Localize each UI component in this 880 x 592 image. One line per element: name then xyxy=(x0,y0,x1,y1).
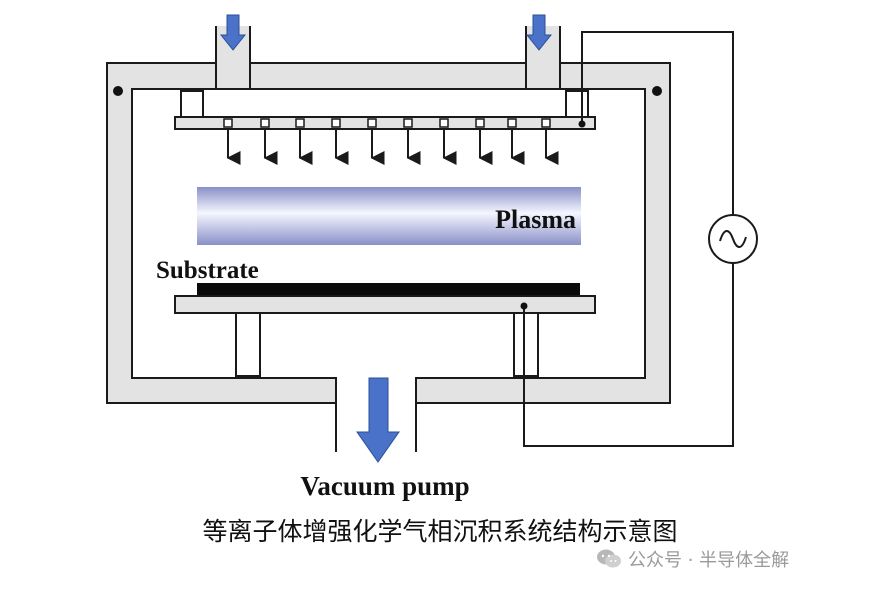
nozzle-hole xyxy=(295,118,305,128)
nozzle-hole xyxy=(367,118,377,128)
wire-node-top xyxy=(578,120,586,128)
joint-dot-right xyxy=(652,86,662,96)
vacuum-pump-label: Vacuum pump xyxy=(300,471,469,501)
figure-caption: 等离子体增强化学气相沉积系统结构示意图 xyxy=(202,517,678,546)
rf-source-icon xyxy=(708,214,758,264)
nozzle-hole xyxy=(439,118,449,128)
nozzle-hole xyxy=(475,118,485,128)
nozzle-hole xyxy=(507,118,517,128)
joint-dot-left xyxy=(113,86,123,96)
plasma-label: Plasma xyxy=(495,205,576,234)
nozzle-hole xyxy=(260,118,270,128)
substrate-holder xyxy=(174,295,596,314)
watermark-text: 公众号 · 半导体全解 xyxy=(628,550,790,571)
showerhead-nozzle-icon xyxy=(223,118,559,165)
wechat-icon xyxy=(597,549,621,568)
substrate xyxy=(197,283,580,296)
nozzle-hole xyxy=(331,118,341,128)
showerhead-insulator-left xyxy=(180,90,204,118)
plasma-region xyxy=(197,187,581,245)
wire-node-bottom xyxy=(520,302,528,310)
watermark: 公众号 · 半导体全解 xyxy=(596,547,789,571)
top-wall-middle xyxy=(249,62,527,90)
nozzle-hole xyxy=(403,118,413,128)
bottom-wall-left xyxy=(106,377,337,404)
top-wall-right xyxy=(559,62,671,90)
showerhead-insulator-right xyxy=(565,90,589,118)
substrate-label: Substrate xyxy=(156,257,259,284)
rf-wiring xyxy=(523,31,734,447)
vacuum-pump-arrow-icon xyxy=(356,377,400,463)
top-wall-left xyxy=(106,62,217,90)
nozzle-hole xyxy=(541,118,551,128)
support-post-right xyxy=(513,312,539,377)
right-wall xyxy=(644,88,671,404)
showerhead-electrode xyxy=(174,90,596,130)
inlet-outline xyxy=(131,26,646,379)
left-wall xyxy=(106,88,133,379)
bottom-wall-right xyxy=(415,377,671,404)
gas-inlet-arrow-icon xyxy=(219,14,553,51)
nozzle-hole xyxy=(223,118,233,128)
support-post-left xyxy=(235,312,261,377)
